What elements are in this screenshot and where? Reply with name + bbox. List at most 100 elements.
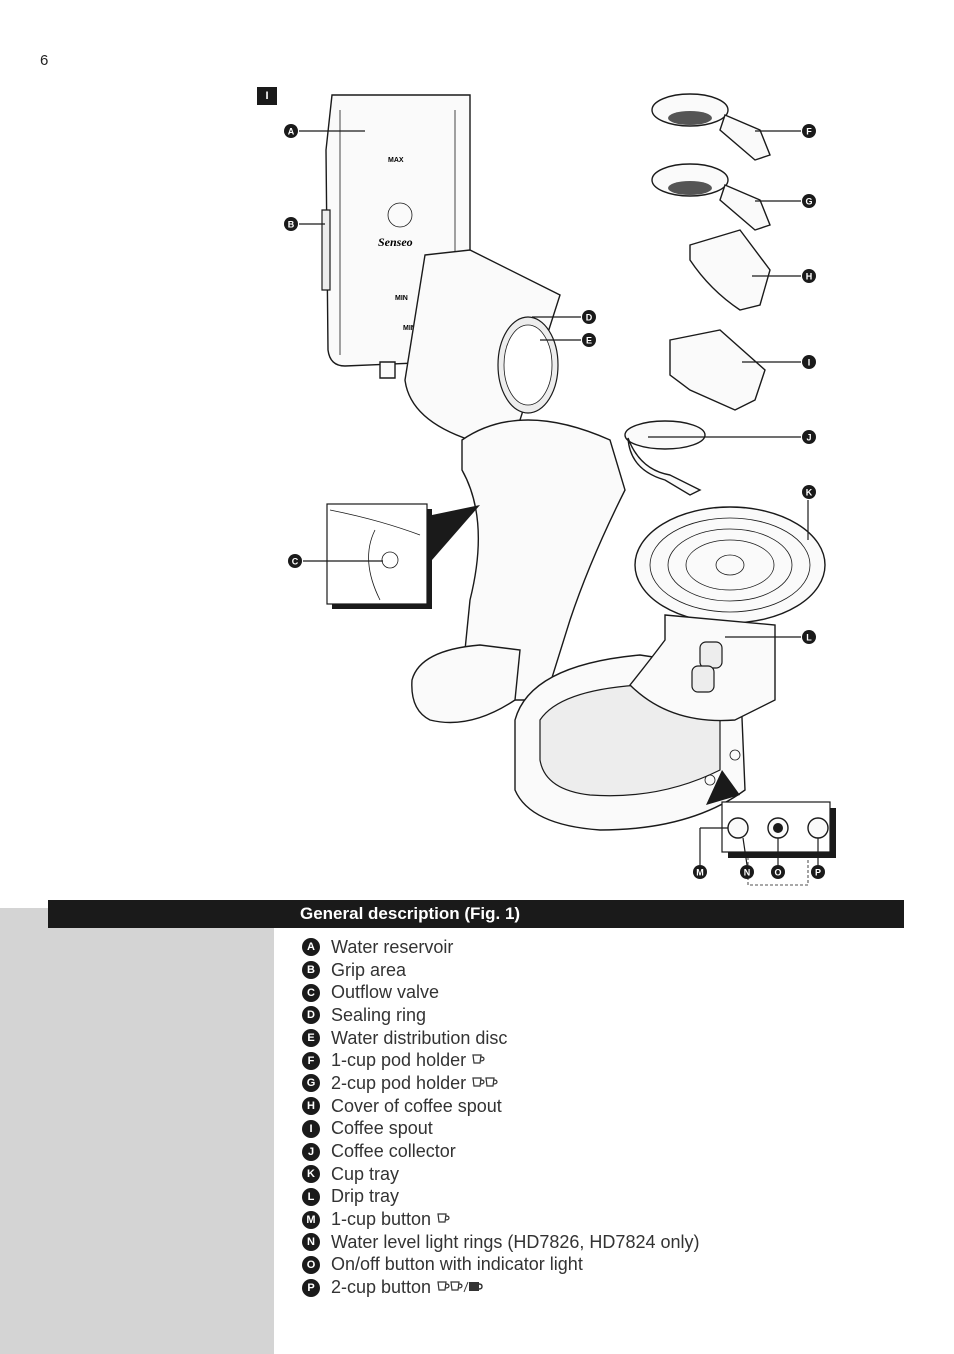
- part-letter-badge: C: [302, 983, 320, 1002]
- callout-e: E: [582, 333, 596, 347]
- list-item: I Coffee spout: [302, 1118, 700, 1141]
- callout-p: P: [811, 865, 825, 879]
- two-cup-mug-icon: [437, 1277, 483, 1298]
- list-item: F 1-cup pod holder: [302, 1049, 700, 1072]
- part-label: 2-cup pod holder: [331, 1072, 467, 1093]
- svg-text:B: B: [288, 220, 295, 230]
- part-label: Sealing ring: [331, 1004, 427, 1025]
- exploded-diagram: MAX Senseo MIN MIN: [284, 93, 836, 886]
- page-number: 6: [40, 52, 49, 69]
- list-item: D Sealing ring: [302, 1004, 700, 1027]
- part-letter-badge: D: [302, 1006, 320, 1025]
- callout-o: O: [771, 865, 785, 879]
- drip-tray-drawing: [629, 614, 776, 722]
- callout-l: L: [802, 630, 816, 644]
- cup-tray-drawing: [634, 506, 826, 624]
- coffee-collector-drawing: [624, 420, 706, 496]
- svg-text:A: A: [288, 127, 295, 137]
- reservoir-max-mark: MAX: [388, 157, 404, 164]
- part-letter-badge: G: [302, 1074, 320, 1093]
- list-item: E Water distribution disc: [302, 1027, 700, 1050]
- reservoir-min-mark-1cup: MIN: [403, 325, 416, 332]
- list-item: J Coffee collector: [302, 1140, 700, 1163]
- svg-text:N: N: [744, 868, 751, 878]
- part-label: Outflow valve: [331, 982, 440, 1003]
- leader-lines: [299, 130, 819, 866]
- callout-d: D: [582, 310, 596, 324]
- callout-k: K: [802, 485, 816, 499]
- part-label: Cover of coffee spout: [331, 1095, 502, 1116]
- list-item: A Water reservoir: [302, 936, 700, 959]
- one-cup-pod-holder-drawing: [651, 93, 771, 161]
- part-letter-badge: N: [302, 1233, 320, 1252]
- svg-text:D: D: [586, 313, 593, 323]
- list-item: M 1-cup button: [302, 1208, 700, 1231]
- callout-n: N: [740, 865, 754, 879]
- list-item: G 2-cup pod holder: [302, 1072, 700, 1095]
- svg-text:O: O: [774, 868, 781, 878]
- outflow-valve-inset: [326, 503, 480, 609]
- part-letter-badge: P: [302, 1278, 320, 1297]
- callout-b: B: [284, 217, 298, 231]
- callout-h: H: [802, 269, 816, 283]
- part-label: Drip tray: [331, 1186, 400, 1207]
- part-label: Cup tray: [331, 1163, 400, 1184]
- part-label: Grip area: [331, 959, 407, 980]
- part-letter-badge: H: [302, 1097, 320, 1116]
- part-letter-badge: O: [302, 1255, 320, 1274]
- svg-text:L: L: [806, 633, 812, 643]
- part-letter-badge: F: [302, 1051, 320, 1070]
- part-label: Water reservoir: [331, 936, 454, 957]
- svg-text:K: K: [806, 488, 813, 498]
- figure-label: I: [257, 87, 277, 105]
- section-header-bar: General description (Fig. 1): [48, 900, 904, 928]
- part-letter-badge: E: [302, 1029, 320, 1048]
- part-letter-badge: M: [302, 1210, 320, 1229]
- margin-column: [0, 908, 274, 1354]
- svg-text:M: M: [696, 868, 704, 878]
- svg-text:F: F: [806, 127, 812, 137]
- part-label: Water distribution disc: [331, 1027, 508, 1048]
- svg-text:J: J: [806, 433, 811, 443]
- part-label: Water level light rings (HD7826, HD7824 …: [331, 1231, 700, 1252]
- svg-text:G: G: [805, 197, 812, 207]
- part-label: 1-cup button: [331, 1209, 432, 1230]
- reservoir-min-mark-2cup: MIN: [395, 295, 408, 302]
- list-item: O On/off button with indicator light: [302, 1254, 700, 1277]
- part-label: Coffee collector: [331, 1141, 456, 1162]
- callout-j: J: [802, 430, 816, 444]
- list-item: N Water level light rings (HD7826, HD7824…: [302, 1231, 700, 1254]
- callout-a: A: [284, 124, 298, 138]
- part-letter-badge: I: [302, 1119, 320, 1138]
- callout-c: C: [288, 554, 302, 568]
- part-label: Coffee spout: [331, 1118, 433, 1139]
- svg-text:E: E: [586, 336, 592, 346]
- list-item: K Cup tray: [302, 1163, 700, 1186]
- one-cup-icon: [437, 1209, 451, 1230]
- section-title: General description (Fig. 1): [300, 904, 521, 923]
- list-item: C Outflow valve: [302, 981, 700, 1004]
- callout-f: F: [802, 124, 816, 138]
- part-letter-badge: K: [302, 1165, 320, 1184]
- part-label: 1-cup pod holder: [331, 1050, 467, 1071]
- one-cup-icon: [472, 1050, 486, 1071]
- two-cup-icon: [472, 1073, 500, 1094]
- part-letter-badge: J: [302, 1142, 320, 1161]
- callout-badges: A B C D E F G H I J K L M N O P: [284, 124, 825, 879]
- list-item: P 2-cup button: [302, 1276, 700, 1299]
- part-label: 2-cup button: [331, 1277, 432, 1298]
- part-letter-badge: A: [302, 938, 320, 957]
- svg-text:C: C: [292, 557, 299, 567]
- callout-m: M: [693, 865, 707, 879]
- svg-text:P: P: [815, 868, 821, 878]
- svg-text:I: I: [808, 358, 811, 368]
- coffee-spout-drawing: [669, 329, 766, 411]
- spout-cover-drawing: [689, 229, 771, 311]
- svg-text:H: H: [806, 272, 813, 282]
- part-label: On/off button with indicator light: [331, 1254, 583, 1275]
- part-letter-badge: B: [302, 961, 320, 980]
- list-item: H Cover of coffee spout: [302, 1095, 700, 1118]
- two-cup-pod-holder-drawing: [651, 163, 771, 231]
